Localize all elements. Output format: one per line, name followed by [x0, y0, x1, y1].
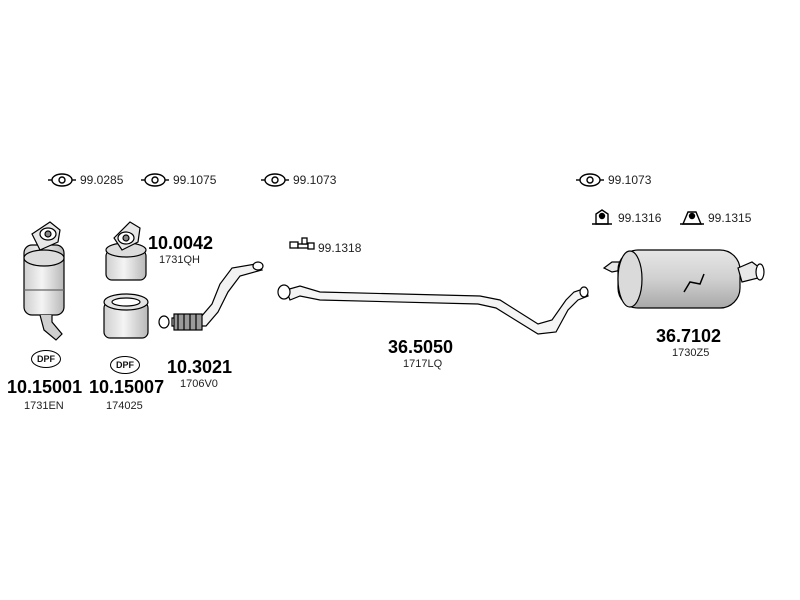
part-code: 36.7102 [656, 326, 722, 346]
gasket-code-label: 99.1075 [173, 173, 217, 187]
dpf-filter-1-drawing [23, 221, 65, 341]
gasket-code-label: 99.1073 [608, 173, 652, 187]
part-code: 10.0042 [148, 233, 214, 253]
hanger-code-label: 99.1315 [708, 211, 752, 225]
catalytic-converter-drawing [105, 221, 147, 281]
part-ref: 1717LQ [403, 358, 443, 370]
part-ref: 174025 [106, 400, 143, 412]
part-code: 36.5050 [388, 337, 454, 357]
part-code: 10.3021 [167, 357, 233, 377]
rubber-hanger-icon [592, 209, 612, 225]
clamp-icon [289, 237, 315, 250]
part-ref: 1731QH [159, 254, 200, 266]
gasket-code-label: 99.1073 [293, 173, 337, 187]
gasket-icon [141, 173, 169, 187]
dpf-filter-2-drawing [103, 293, 149, 339]
gasket-icon [576, 173, 604, 187]
gasket-icon [261, 173, 289, 187]
rear-silencer-drawing [602, 249, 765, 309]
middle-pipe-drawing [277, 284, 589, 335]
part-ref: 1731EN [24, 400, 64, 412]
part-code: 10.15001 [7, 377, 83, 397]
part-code: 10.15007 [89, 377, 165, 397]
dpf-badge: DPF [31, 350, 61, 368]
gasket-icon [48, 173, 76, 187]
hanger-code-label: 99.1316 [618, 211, 662, 225]
part-ref: 1706V0 [180, 378, 218, 390]
rubber-hanger-icon [680, 211, 704, 225]
part-ref: 1730Z5 [672, 347, 710, 359]
gasket-code-label: 99.0285 [80, 173, 124, 187]
clamp-code-label: 99.1318 [318, 241, 362, 255]
dpf-badge: DPF [110, 356, 140, 374]
front-pipe-drawing [158, 261, 264, 331]
